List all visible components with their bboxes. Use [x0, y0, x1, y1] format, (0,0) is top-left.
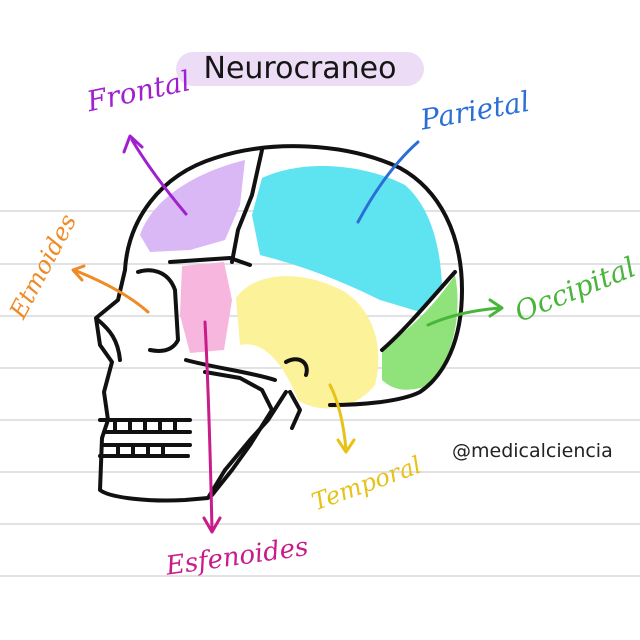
- watermark-handle: @medicalciencia: [452, 440, 613, 462]
- mandible-outline: [203, 370, 274, 497]
- frontal-region: [140, 160, 245, 252]
- frontal-arrow: [122, 134, 188, 216]
- sphenoid-region: [180, 262, 232, 353]
- mastoid: [288, 390, 302, 430]
- title-highlight: Neurocraneo: [176, 52, 424, 86]
- temporal-region: [236, 276, 379, 409]
- occipital-region: [382, 275, 458, 390]
- frontal-suture: [230, 148, 264, 264]
- temporal-arrow: [328, 383, 356, 454]
- etmoides-arrow: [71, 264, 150, 314]
- occipital-arrow: [426, 298, 504, 327]
- nasal-outline: [96, 318, 122, 362]
- zygomatic-arch: [184, 358, 277, 382]
- parietal-region: [252, 165, 442, 312]
- squamous-suture: [168, 256, 252, 267]
- esfenoides-arrow: [202, 320, 222, 534]
- cranium-outline: [123, 144, 464, 407]
- parietal-arrow: [356, 140, 420, 224]
- lambdoid-suture: [380, 270, 457, 352]
- face-outline: [94, 268, 288, 503]
- ear-canal: [284, 357, 309, 377]
- diagram-title: Neurocraneo: [203, 51, 397, 86]
- lower-teeth: [98, 443, 192, 458]
- orbit-outline: [136, 268, 180, 353]
- upper-teeth: [98, 418, 192, 434]
